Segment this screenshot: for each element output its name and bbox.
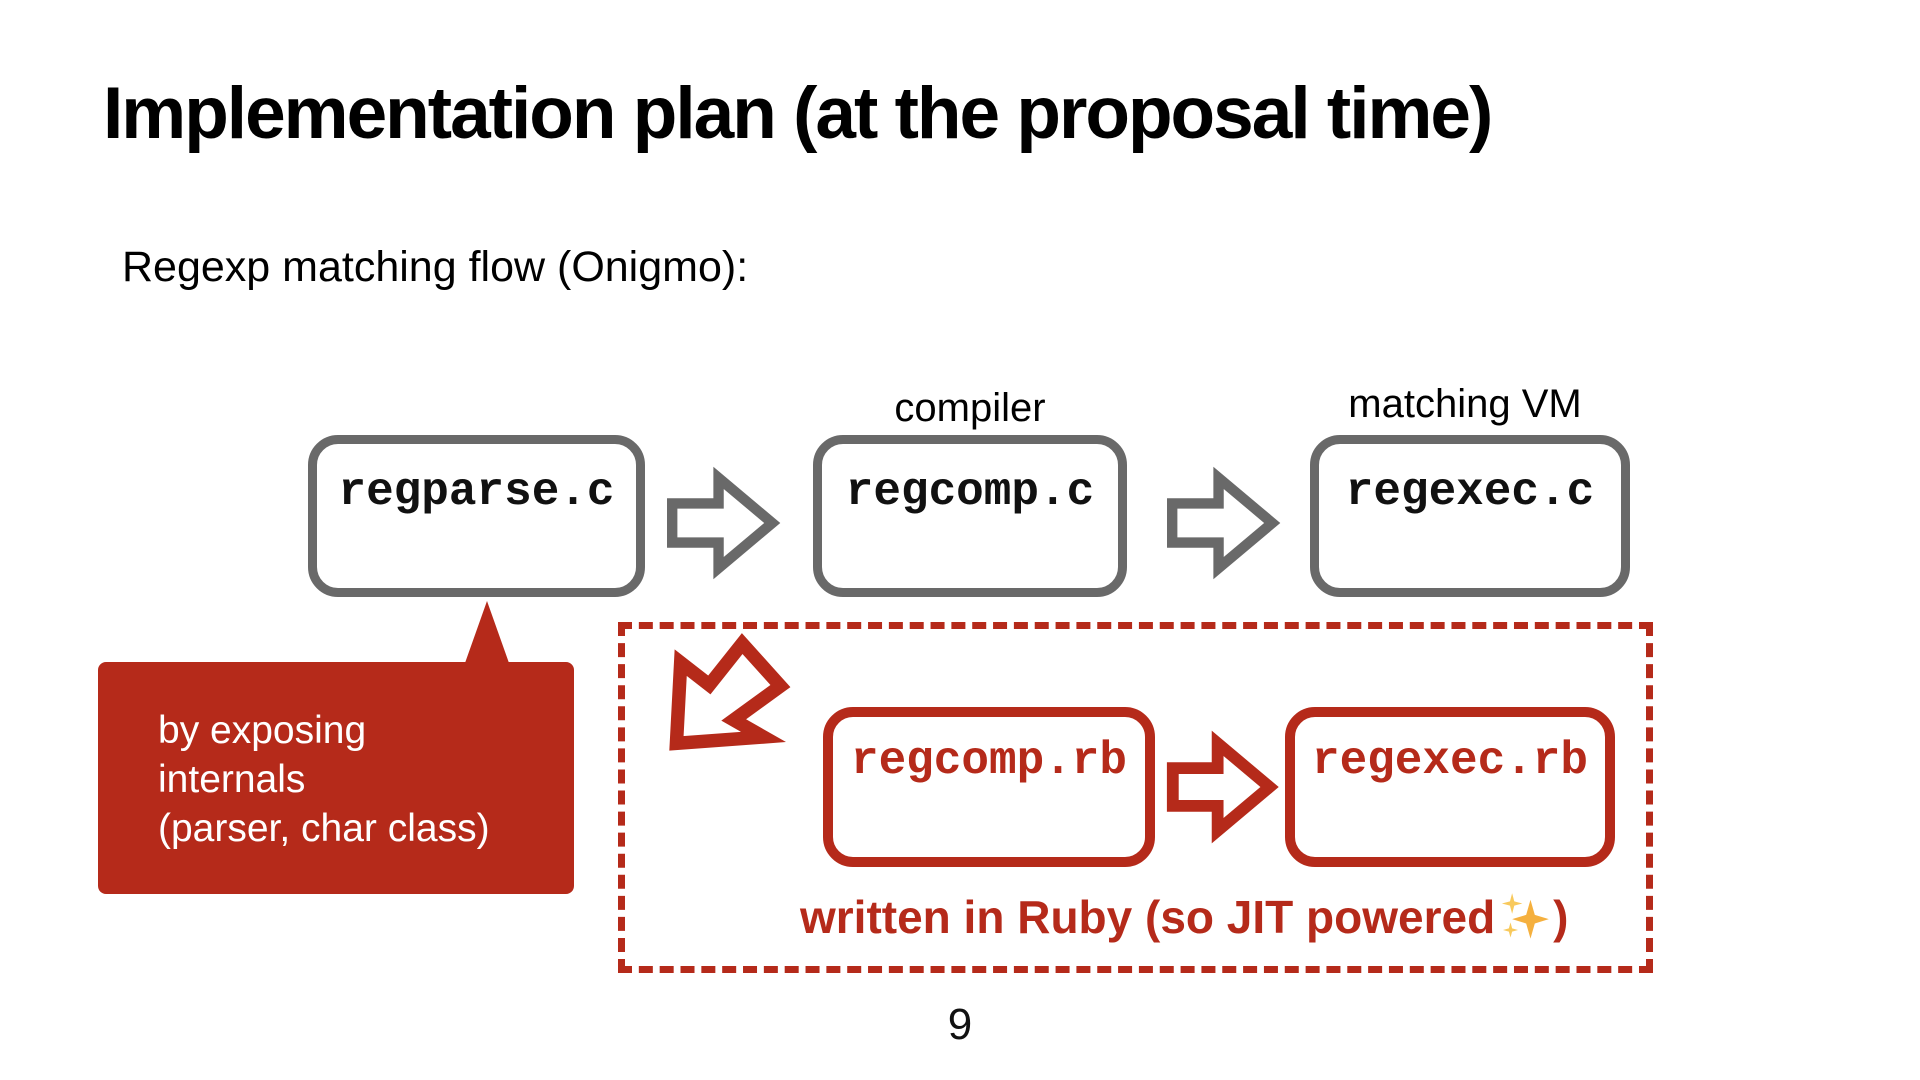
caption-text: written in Ruby (so JIT powered: [800, 891, 1496, 943]
box-regexec-rb: regexec.rb: [1285, 707, 1615, 867]
sketchy-down-left-arrow-icon: [669, 633, 791, 751]
written-in-ruby-caption: written in Ruby (so JIT powered ): [800, 890, 1569, 944]
box-regparse-c-label: regparse.c: [338, 466, 615, 518]
flow-arrow-icon: [667, 466, 781, 580]
callout-line: by exposing: [158, 709, 367, 752]
ruby-proposal-outline: [618, 622, 1653, 973]
box-regcomp-c-label: regcomp.c: [845, 466, 1095, 518]
callout-line: (parser, char class): [158, 807, 490, 850]
box-regexec-rb-label: regexec.rb: [1311, 735, 1589, 787]
callout-line: internals: [158, 758, 306, 801]
slide-subtitle: Regexp matching flow (Onigmo):: [122, 243, 749, 291]
box-regparse-c: regparse.c: [308, 435, 645, 597]
box-regcomp-rb: regcomp.rb: [823, 707, 1155, 867]
callout-pointer: [465, 601, 509, 663]
sparkles-icon: [1502, 893, 1550, 939]
callout-by-exposing-internals: by exposing internals (parser, char clas…: [98, 662, 574, 894]
caption-close-paren: ): [1553, 891, 1569, 943]
box-regcomp-rb-label: regcomp.rb: [850, 735, 1128, 787]
box-regexec-c-label: regexec.c: [1345, 466, 1595, 518]
label-matching-vm: matching VM: [1348, 382, 1582, 426]
page-title: Implementation plan (at the proposal tim…: [103, 73, 1493, 154]
label-compiler: compiler: [894, 386, 1046, 430]
page-number: 9: [947, 1000, 973, 1049]
flow-arrow-red-icon: [1166, 730, 1279, 844]
callout-text: by exposing internals (parser, char clas…: [98, 662, 574, 853]
flow-arrow-icon: [1167, 466, 1281, 580]
box-regexec-c: regexec.c: [1310, 435, 1630, 597]
box-regcomp-c: regcomp.c: [813, 435, 1127, 597]
